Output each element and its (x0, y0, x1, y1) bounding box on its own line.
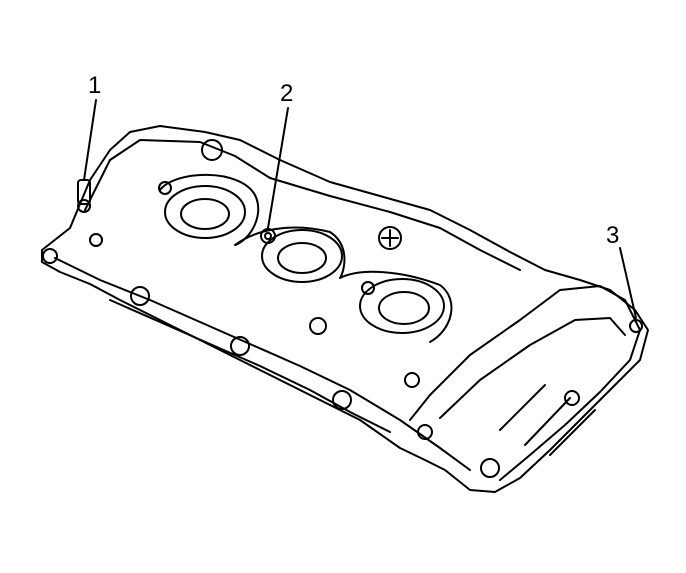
top-ridge (84, 139, 521, 271)
leader-3 (619, 247, 637, 319)
plug-tube-1-outer (164, 185, 246, 239)
boss-l (361, 281, 375, 295)
callout-3: 3 (606, 222, 620, 249)
breather-1 (201, 139, 223, 161)
bolt-1 (77, 199, 91, 213)
cover-outline (41, 125, 649, 493)
bolt-2 (260, 228, 276, 244)
right-end-housing (409, 285, 641, 481)
boss-k (158, 181, 172, 195)
tube-surround (159, 173, 453, 343)
plug-tube-2-outer (261, 229, 343, 283)
bolt-3 (629, 319, 643, 333)
right-end-inner (439, 317, 626, 419)
right-end-ribs (499, 384, 596, 456)
plug-tube-2-inner (277, 242, 327, 274)
callout-2: 2 (280, 80, 294, 107)
boss-b (89, 233, 103, 247)
boss-i (480, 458, 500, 478)
boss-j (564, 390, 580, 406)
boss-g (404, 372, 420, 388)
flange-line-2 (109, 299, 391, 433)
boss-d (230, 336, 250, 356)
breather-2 (378, 226, 402, 250)
plug-tube-1-inner (180, 198, 230, 230)
boss-c (130, 286, 150, 306)
boss-e (309, 317, 327, 335)
callout-1: 1 (88, 72, 102, 99)
plug-tube-3-outer (359, 278, 445, 334)
leader-2 (267, 107, 289, 229)
bolt-2-center (264, 232, 272, 240)
boss-f (332, 390, 352, 410)
leader-1 (83, 99, 97, 181)
plug-tube-3-inner (378, 291, 430, 325)
boss-h (417, 424, 433, 440)
boss-a (42, 248, 58, 264)
breather-2-cross (381, 229, 399, 247)
flange-line (54, 257, 471, 471)
